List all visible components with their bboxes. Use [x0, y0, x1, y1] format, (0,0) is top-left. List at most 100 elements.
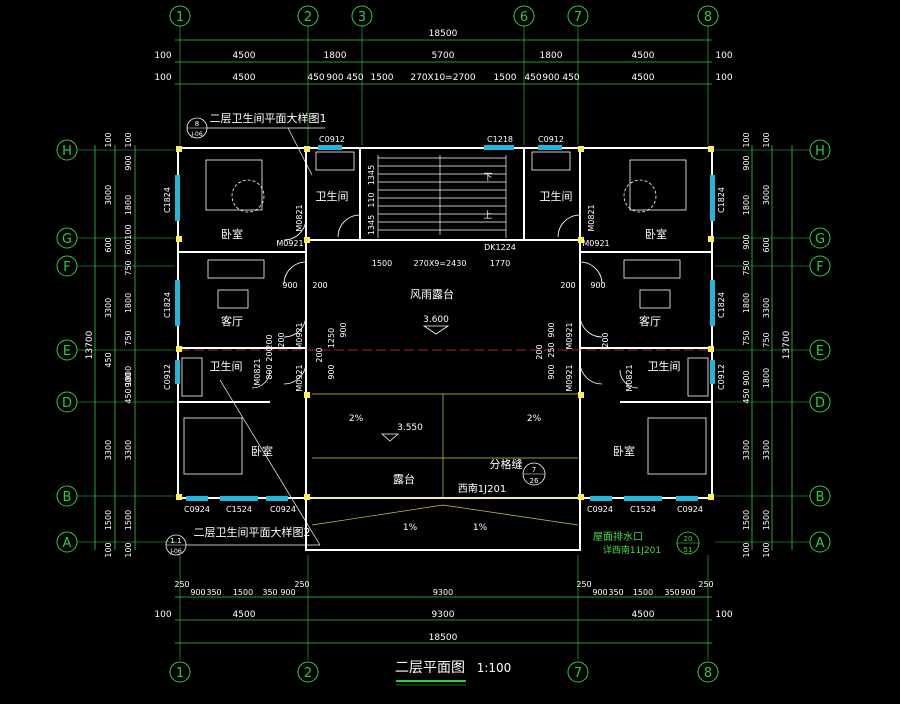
- small-dim-1: 200: [265, 346, 274, 361]
- dim-right-overall: 13700: [782, 330, 792, 359]
- svg-text:7: 7: [532, 466, 536, 474]
- bathtub-top-l: [315, 151, 355, 171]
- svg-text:900: 900: [124, 155, 133, 170]
- svg-text:1800: 1800: [324, 51, 347, 61]
- axis-bubble-bottom-1: 1: [169, 661, 191, 683]
- label-c0924-d: C0924: [677, 505, 703, 514]
- svg-text:1500: 1500: [233, 588, 253, 597]
- svg-text:450: 450: [524, 73, 541, 83]
- detail-note-1: 二层卫生间平面大样图1: [210, 111, 327, 125]
- bed-sw: [183, 417, 243, 475]
- room-stair-down: 下: [483, 173, 492, 183]
- gutter-ref: 详西南11J201: [603, 544, 661, 556]
- svg-text:750: 750: [124, 330, 133, 345]
- stair-treads: [377, 155, 507, 238]
- divider-ref: 西南1J201: [458, 482, 506, 495]
- svg-text:450: 450: [742, 388, 751, 403]
- detail-bubble-bottom: 1.1 J-06: [165, 534, 187, 556]
- label-m0921-c: M0921: [295, 322, 304, 349]
- svg-text:B: B: [816, 490, 825, 505]
- label-m0821-d: M0821: [625, 364, 634, 391]
- label-m0921-d: M0921: [565, 322, 574, 349]
- axis-lines-horizontal: [77, 149, 810, 543]
- svg-text:1800: 1800: [540, 51, 563, 61]
- svg-text:3300: 3300: [124, 440, 133, 460]
- window-c1218: [484, 145, 514, 150]
- svg-text:250: 250: [698, 580, 713, 589]
- terrace-grid: [311, 393, 579, 526]
- svg-text:F: F: [816, 260, 823, 275]
- axis-bubble-bottom-2: 2: [297, 661, 319, 683]
- mid-dim-r-4: 900: [547, 364, 556, 379]
- svg-text:4500: 4500: [632, 73, 655, 83]
- svg-text:350: 350: [608, 588, 623, 597]
- svg-text:4500: 4500: [632, 610, 655, 620]
- furniture: [181, 151, 709, 475]
- bathtub-e: [687, 357, 709, 397]
- room-bath-1: 卫生间: [316, 189, 349, 203]
- room-bedroom-sw: 卧室: [251, 444, 273, 458]
- mid-dim-r-0: 200: [535, 344, 544, 359]
- detail-bubble-top: 8 J-06: [186, 117, 208, 139]
- svg-text:3300: 3300: [762, 298, 771, 318]
- svg-text:3300: 3300: [104, 298, 113, 318]
- dim-right-outer: 100 3000 600 3300 750 1800 3300 1500 100: [762, 132, 771, 557]
- axis-bubble-right-H: H: [809, 139, 831, 161]
- label-m0821-b: M0821: [587, 204, 596, 231]
- room-stair-up: 上: [483, 210, 492, 221]
- svg-text:100: 100: [154, 51, 171, 61]
- svg-text:900: 900: [542, 73, 559, 83]
- svg-text:450: 450: [307, 73, 324, 83]
- svg-text:8: 8: [704, 10, 712, 25]
- window-c0924-se: [590, 496, 612, 501]
- window-c0912-top-left: [318, 145, 342, 150]
- svg-text:900: 900: [280, 588, 295, 597]
- svg-text:100: 100: [762, 542, 771, 557]
- svg-text:3300: 3300: [742, 440, 751, 460]
- mid-dim-l-1: 1250: [327, 328, 336, 348]
- tea-table-e: [639, 289, 671, 309]
- room-terrace: 露台: [393, 472, 415, 486]
- mid-dim-l-4: 900: [327, 364, 336, 379]
- svg-text:750: 750: [742, 260, 751, 275]
- drawing-scale: 1:100: [477, 661, 512, 675]
- window-c1524-se: [624, 496, 662, 501]
- stair-dim-1: 270X9=2430: [414, 259, 467, 268]
- svg-text:100: 100: [154, 610, 171, 620]
- dim-top-row2: 100 4500 1800 5700 1800 4500 100: [154, 51, 732, 61]
- elevation-markers: [380, 325, 450, 442]
- dimension-lines-top: [175, 39, 712, 85]
- axis-lines-vertical: [179, 26, 709, 660]
- tea-table-w: [217, 289, 249, 309]
- label-c0924-b: C0924: [270, 505, 296, 514]
- svg-text:7: 7: [574, 10, 582, 25]
- room-living-w: 客厅: [221, 314, 243, 328]
- svg-text:4500: 4500: [632, 51, 655, 61]
- detail-note-2: 二层卫生间平面大样图2: [194, 525, 311, 539]
- stair-dim-0: 1500: [372, 259, 392, 268]
- svg-text:2: 2: [304, 666, 312, 681]
- label-m0921-b: M0921: [582, 239, 609, 248]
- axis-bubble-left-D: D: [56, 391, 78, 413]
- mid-dim-l-3: 200: [277, 332, 286, 347]
- svg-text:1800: 1800: [762, 368, 771, 388]
- label-m0921-a: M0921: [276, 239, 303, 248]
- svg-text:450: 450: [562, 73, 579, 83]
- label-c1824-c: C1824: [717, 187, 726, 213]
- label-c0912-a: C0912: [319, 135, 345, 144]
- svg-text:1.1: 1.1: [170, 537, 181, 545]
- svg-text:9300: 9300: [432, 610, 455, 620]
- dim-bottom-overall: 18500: [429, 633, 458, 643]
- window-c1524-sw: [220, 496, 258, 501]
- svg-text:1800: 1800: [124, 366, 133, 386]
- svg-text:4500: 4500: [233, 610, 256, 620]
- svg-text:3300: 3300: [104, 440, 113, 460]
- svg-text:8: 8: [195, 120, 199, 128]
- svg-text:900: 900: [742, 370, 751, 385]
- svg-text:1800: 1800: [124, 293, 133, 313]
- door-dim-3: 200: [560, 281, 575, 290]
- room-bath-e: 卫生间: [648, 359, 681, 373]
- window-c1824-nw: [175, 175, 180, 221]
- axis-bubble-right-G: G: [809, 227, 831, 249]
